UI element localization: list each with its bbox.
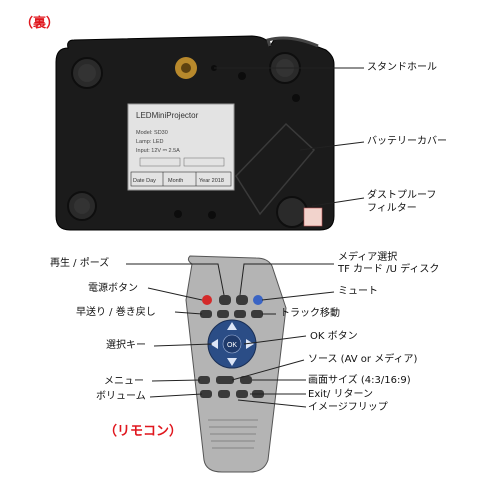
play-pause-label: 再生 / ポーズ xyxy=(50,258,110,269)
battery-cover xyxy=(235,122,316,216)
ok-key-label: OK xyxy=(227,342,237,349)
source-label: ソース (AV or メディア) xyxy=(308,354,418,365)
nameplate-date-year: Year 2018 xyxy=(199,178,224,184)
mute-button[interactable] xyxy=(253,295,263,305)
source-button[interactable] xyxy=(216,376,234,384)
mute-label: ミュート xyxy=(338,286,378,297)
battery-cover-label: バッテリーカバー xyxy=(367,136,447,147)
menu-label: メニュー xyxy=(104,376,144,387)
device-callouts xyxy=(214,67,365,207)
volume-label: ボリューム xyxy=(96,391,146,402)
exit-button[interactable] xyxy=(236,390,248,398)
fast-forward-rewind-label: 早送り / 巻き戻し xyxy=(76,307,156,318)
power-button[interactable] xyxy=(202,295,212,305)
nameplate-line3: Lamp: LED xyxy=(136,139,164,145)
track-move-label: トラック移動 xyxy=(280,308,340,319)
volume-down-button[interactable] xyxy=(200,390,212,398)
select-keys-label: 選択キー xyxy=(106,340,146,351)
power-button-label: 電源ボタン xyxy=(88,283,138,294)
media-select-label-line1: メディア選択 xyxy=(338,252,398,263)
dustproof-filter-label-line2: フィルター xyxy=(367,203,417,214)
arrow-up-icon[interactable] xyxy=(227,322,237,330)
stand-hole xyxy=(175,57,197,79)
next-track-button[interactable] xyxy=(251,310,263,318)
screw-hole xyxy=(174,210,182,218)
nameplate-line4: Input: 12V ⎓ 2.5A xyxy=(136,148,180,154)
remote-control xyxy=(185,255,287,473)
dustproof-filter-label-line1: ダストプルーフ xyxy=(367,190,437,201)
back-section-title: （裏） xyxy=(20,16,60,31)
fcc-ce-marks-icon xyxy=(139,157,225,167)
arrow-left-icon[interactable] xyxy=(210,339,218,349)
exit-return-label: Exit/ リターン xyxy=(308,389,373,400)
screw-hole xyxy=(292,94,300,102)
rubber-foot xyxy=(67,191,97,221)
nameplate-line1: LEDMiniProjector xyxy=(136,111,199,120)
rewind-button[interactable] xyxy=(200,310,212,318)
nameplate xyxy=(127,103,235,191)
remote-callouts-right xyxy=(231,263,335,408)
remote-callouts-left xyxy=(126,263,225,398)
projector-back xyxy=(55,35,335,231)
media-select-button[interactable] xyxy=(236,295,248,305)
media-select-label-line2: TF カード /U ディスク xyxy=(338,264,440,275)
arrow-down-icon[interactable] xyxy=(227,358,237,366)
image-flip-label: イメージフリップ xyxy=(308,402,388,413)
ok-button-label: OK ボタン xyxy=(310,331,358,342)
rubber-foot xyxy=(276,196,308,228)
speaker-grille xyxy=(208,419,258,449)
screen-size-button[interactable] xyxy=(240,376,252,384)
prev-track-button[interactable] xyxy=(234,310,246,318)
fast-forward-button[interactable] xyxy=(217,310,229,318)
screw-hole xyxy=(208,211,216,219)
nameplate-line2: Model: SD30 xyxy=(136,130,168,136)
nameplate-date-month: Month xyxy=(168,178,183,184)
rubber-foot xyxy=(71,57,103,89)
nameplate-date-day: Date Day xyxy=(133,178,156,184)
menu-button[interactable] xyxy=(198,376,210,384)
stand-hole-label: スタンドホール xyxy=(367,62,437,73)
volume-up-button[interactable] xyxy=(218,390,230,398)
screen-size-label: 画面サイズ (4:3/16:9) xyxy=(308,375,411,386)
arrow-right-icon[interactable] xyxy=(246,339,254,349)
remote-section-title: （リモコン） xyxy=(104,424,183,439)
dustproof-filter xyxy=(303,207,323,227)
play-pause-button[interactable] xyxy=(219,295,231,305)
screw-hole xyxy=(238,72,246,80)
ok-button[interactable] xyxy=(222,334,242,354)
